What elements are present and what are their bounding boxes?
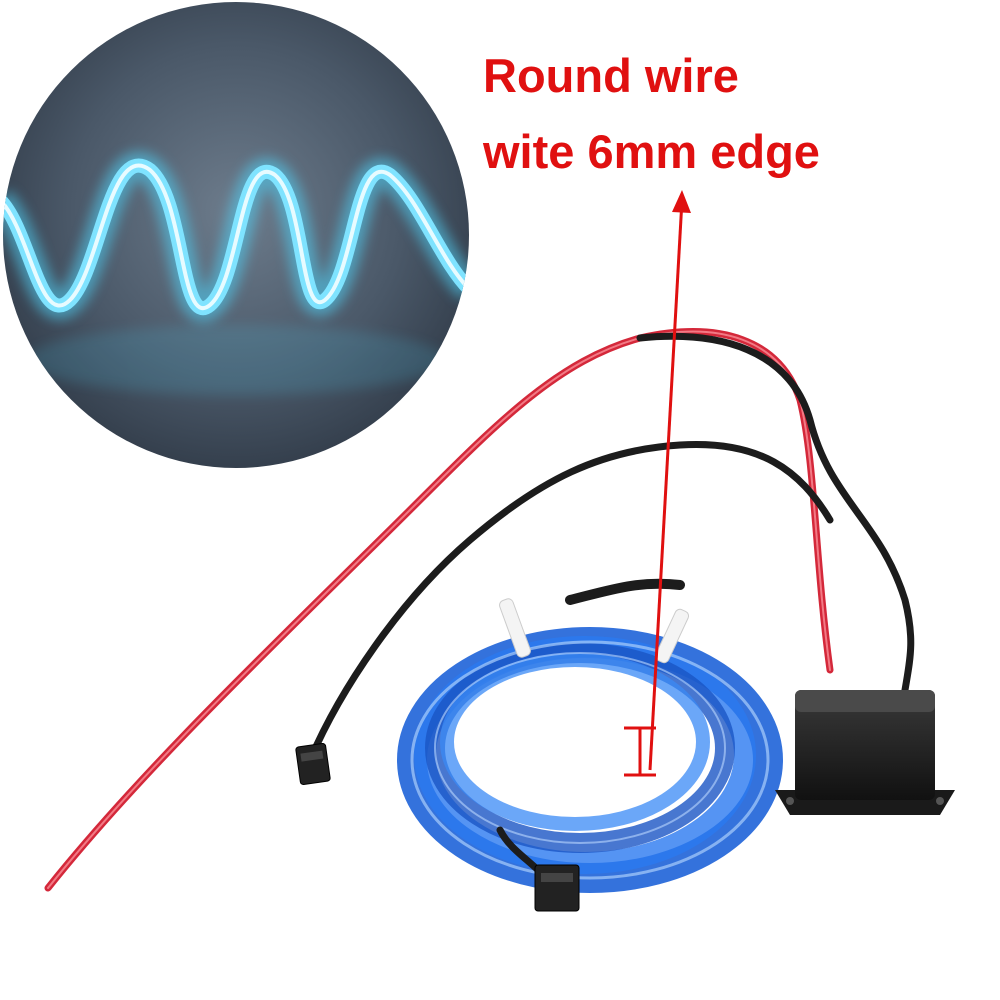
cable-tie [654,608,690,664]
annotation-arrow [624,190,691,777]
el-wire-coil [397,598,783,893]
caption-line-1: Round wire [483,49,739,102]
black-lead-wire [636,332,915,694]
cable-tie [499,598,531,658]
inset-photo [3,2,469,468]
bottom-connector [534,864,580,912]
caption-line-2: wite 6mm edge [483,125,820,178]
left-connector [295,742,331,786]
inverter-box [775,690,955,815]
connector-lead-wire [306,440,834,764]
